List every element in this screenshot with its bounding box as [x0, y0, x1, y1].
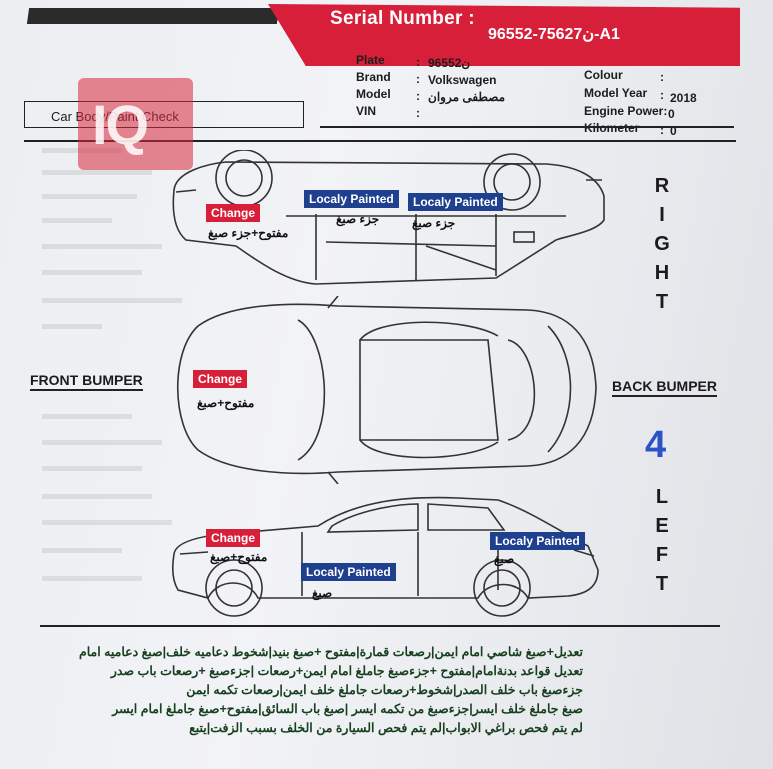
- right-letter: I: [659, 204, 665, 226]
- tag-change-bot: Change: [206, 529, 261, 547]
- back-bumper-label: BACK BUMPER: [612, 378, 717, 397]
- km-colon: :: [660, 123, 664, 137]
- model-year-colon: :: [660, 88, 664, 102]
- km-label: Kilometer: [584, 121, 640, 135]
- car-top-view-diagram: [177, 296, 597, 484]
- engine-value: 0: [668, 107, 675, 121]
- note-local-top-2: جزء صبغ: [412, 216, 456, 230]
- colour-label: Colour: [584, 68, 623, 82]
- model-year-label: Model Year: [584, 86, 648, 100]
- note-change-top: مفتوح+جزء صبغ: [208, 226, 289, 240]
- vin-label: VIN: [356, 104, 377, 118]
- serial-banner: [268, 4, 740, 66]
- right-letter: R: [654, 175, 670, 197]
- model-value: مصطفى مروان: [428, 90, 506, 104]
- iq-watermark-glyph: IQ: [92, 93, 149, 156]
- plate-value: ن96552: [428, 56, 471, 70]
- note-change-mid: مفتوح+صبغ: [197, 396, 255, 410]
- brand-value: Volkswagen: [428, 73, 497, 87]
- note-change-bot: مفتوح+صبغ: [210, 550, 268, 564]
- bleed-through-text: [42, 148, 182, 581]
- note-local-bot-1: صبغ: [312, 586, 333, 600]
- note-local-top-1: جزء صبغ: [336, 212, 380, 226]
- left-letter: L: [655, 486, 669, 508]
- car-left-side-diagram: [172, 496, 599, 617]
- colour-colon: :: [660, 70, 664, 84]
- left-letter: T: [655, 573, 669, 595]
- car-right-side-diagram: [172, 150, 605, 285]
- left-label: L E F T: [652, 483, 672, 599]
- header-dark-bar: [26, 8, 280, 24]
- right-letter: T: [655, 291, 669, 313]
- note-line: صبغ جاملغ خلف ايسر|جزءصبغ من تكمه ايسر |…: [112, 702, 583, 716]
- right-label: R I G H T: [652, 172, 672, 317]
- header-divider: [320, 126, 734, 128]
- engine-label: Engine Power:: [584, 104, 668, 118]
- note-local-bot-2: صبغ: [494, 552, 515, 566]
- left-letter: E: [655, 515, 669, 537]
- note-line: تعديل قواعد بدنةامام|مفتوح +جزءصبغ جاملغ…: [110, 664, 583, 678]
- serial-label: Serial Number :: [330, 8, 475, 29]
- note-line: لم يتم فحص براغي الابواب|لم يتم فحص السي…: [189, 721, 583, 735]
- tag-local-top-2: Localy Painted: [408, 193, 503, 211]
- note-line: تعديل+صبغ شاصي امام ايمن|رصعات قمارة|مفت…: [78, 645, 583, 659]
- brand-colon: :: [416, 72, 420, 86]
- model-colon: :: [416, 89, 420, 103]
- plate-label: Plate: [356, 53, 385, 67]
- diagram-top-divider: [24, 140, 736, 142]
- model-year-value: 2018: [670, 91, 697, 105]
- model-label: Model: [356, 87, 391, 101]
- serial-value: ن75627-96552-A1: [488, 26, 620, 43]
- tag-local-bot-1: Localy Painted: [301, 563, 396, 581]
- plate-colon: :: [416, 55, 420, 69]
- front-bumper-label: FRONT BUMPER: [30, 372, 143, 391]
- km-value: 0: [670, 124, 677, 138]
- iq-watermark-logo: IQ: [78, 78, 193, 170]
- right-letter: G: [654, 233, 670, 255]
- vin-colon: :: [416, 106, 420, 120]
- notes-divider: [40, 625, 720, 627]
- tag-change-mid: Change: [193, 370, 248, 388]
- tag-change-top: Change: [206, 204, 261, 222]
- left-letter: F: [655, 544, 669, 566]
- brand-label: Brand: [356, 70, 391, 84]
- handwritten-count: 4: [645, 424, 667, 466]
- tag-local-top-1: Localy Painted: [304, 190, 399, 208]
- right-letter: H: [654, 262, 670, 284]
- tag-local-bot-2: Localy Painted: [490, 532, 585, 550]
- note-line: جزءصبغ باب خلف الصدر|شخوط+رصعات جاملغ خل…: [186, 683, 583, 697]
